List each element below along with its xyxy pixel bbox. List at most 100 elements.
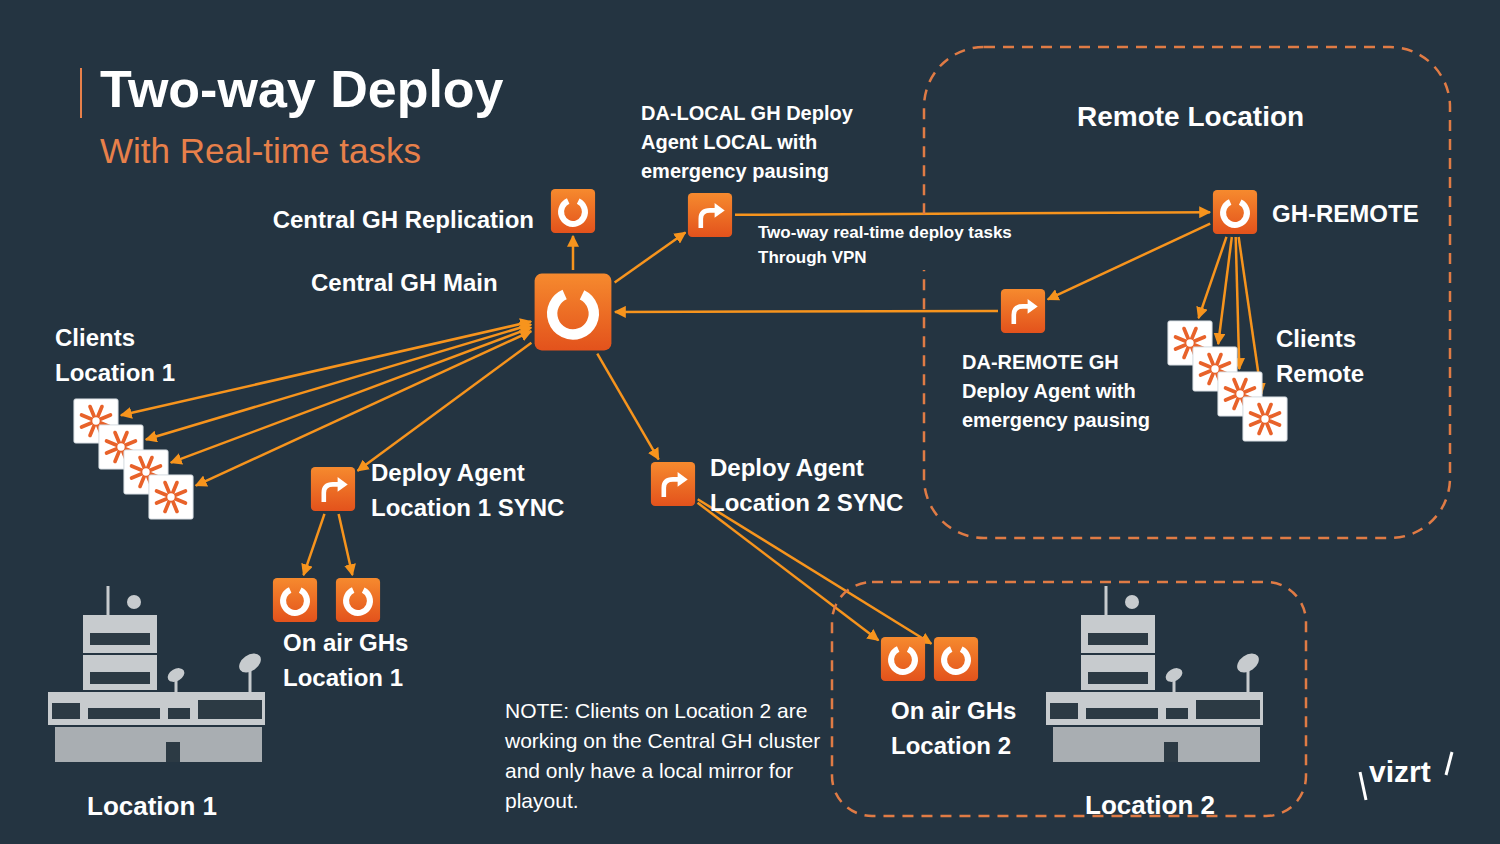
connector (698, 503, 879, 641)
icon-tile (311, 467, 355, 511)
icon-group: Clients Remote (1167, 320, 1288, 442)
da-icon (1000, 288, 1046, 334)
gh-icon (533, 272, 613, 352)
gh-icon-graphic (335, 577, 381, 623)
gh-icon (335, 577, 381, 623)
client-icon-graphic (148, 474, 194, 520)
gh-ring (342, 585, 374, 617)
connector (1218, 237, 1232, 344)
client-hub (167, 493, 174, 500)
label-text: Clients Location 1 (55, 321, 195, 391)
connector (735, 212, 1210, 215)
building-illustration (48, 586, 265, 762)
icon-group: On air GHs Location 2 (880, 636, 979, 682)
title: Two-way Deploy (100, 58, 504, 120)
label-text: DA-LOCAL GH Deploy Agent LOCAL with emer… (641, 99, 909, 186)
connector (304, 514, 325, 575)
connector (615, 310, 998, 313)
client-hub (1236, 390, 1243, 397)
label-text: On air GHs Location 1 (283, 626, 433, 696)
gh-icon-graphic (880, 636, 926, 682)
gh-icon-graphic (533, 272, 613, 352)
client-icon (1242, 396, 1288, 442)
location-region: Remote LocationGH-REMOTEClients RemoteDA… (922, 45, 1452, 540)
connector (121, 322, 531, 416)
graphic-hub-node: GH-REMOTE (1212, 189, 1258, 235)
gh-icon (272, 577, 318, 623)
da-icon-graphic (650, 461, 696, 507)
gh-ring (279, 585, 311, 617)
gh-ring (557, 196, 589, 228)
location-region: Location 2On air GHs Location 2 (830, 580, 1308, 818)
location-label: Location 1 (87, 788, 217, 826)
label-text: Clients Remote (1276, 322, 1391, 392)
client-hub (117, 443, 124, 450)
label-text: GH-REMOTE (1272, 197, 1419, 232)
label-text: DA-REMOTE GH Deploy Agent with emergency… (962, 348, 1152, 435)
connector (1048, 224, 1210, 300)
icon-tile (551, 189, 595, 233)
icon-group: On air GHs Location 1 (272, 577, 381, 623)
connector (615, 232, 686, 282)
agent-arrowhead (1028, 299, 1038, 314)
deploy-agent-node: Deploy Agent Location 1 SYNC (310, 466, 356, 512)
icon-tile (336, 578, 380, 622)
label-text: Remote Location (1077, 97, 1304, 138)
client-tile (149, 475, 193, 519)
icon-tile (1001, 289, 1045, 333)
icon-tile (881, 637, 925, 681)
da-icon-graphic (687, 192, 733, 238)
label-text: Deploy Agent Location 1 SYNC (371, 456, 581, 526)
agent-arrow (664, 479, 679, 496)
deploy-agent-node: DA-LOCAL GH Deploy Agent LOCAL with emer… (687, 192, 733, 238)
gh-icon-graphic (550, 188, 596, 234)
da-icon (650, 461, 696, 507)
deploy-agent-node: Deploy Agent Location 2 SYNC (650, 461, 696, 507)
gh-icon-graphic (272, 577, 318, 623)
label-text: Deploy Agent Location 2 SYNC (710, 451, 915, 521)
connector (171, 328, 531, 463)
graphic-hub-node: Central GH Main (533, 272, 613, 352)
gh-ring (545, 286, 601, 342)
gh-icon (550, 188, 596, 234)
label-text: Location 2 (1085, 787, 1215, 825)
icon-tile (651, 462, 695, 506)
icon-tile (535, 274, 612, 351)
gh-icon-graphic (933, 636, 979, 682)
logo-stroke (1360, 772, 1366, 800)
agent-arrowhead (678, 472, 688, 487)
icon-group: Clients Location 1 (73, 398, 194, 520)
da-icon-graphic (310, 466, 356, 512)
agent-arrow (1014, 306, 1029, 323)
connector (572, 236, 575, 270)
label-text: On air GHs Location 2 (891, 694, 1041, 764)
region-dash (924, 47, 1450, 538)
connector (146, 325, 531, 440)
edge-label: Two-way real-time deploy tasks Through V… (755, 221, 1051, 270)
icon-tile (688, 193, 732, 237)
icon-tile (934, 637, 978, 681)
connector (1239, 237, 1262, 394)
connector (358, 343, 532, 471)
gh-icon (880, 636, 926, 682)
building-illustration (1046, 586, 1263, 762)
client-hub (1261, 415, 1268, 422)
da-icon (310, 466, 356, 512)
client-hub (1211, 365, 1218, 372)
label-text: Central GH Replication (252, 203, 534, 238)
deploy-agent-node: DA-REMOTE GH Deploy Agent with emergency… (1000, 288, 1046, 334)
region-dash (832, 582, 1306, 816)
gh-ring (1219, 197, 1251, 229)
agent-arrowhead (338, 477, 348, 492)
logo-stroke (1446, 752, 1452, 775)
caption: With Real-time tasks (100, 130, 421, 172)
da-icon-graphic (1000, 288, 1046, 334)
connector (339, 514, 353, 575)
client-tile (1243, 397, 1287, 441)
gh-icon (1212, 189, 1258, 235)
client-hub (92, 417, 99, 424)
client-hub (1186, 339, 1193, 346)
client-icon (148, 474, 194, 520)
